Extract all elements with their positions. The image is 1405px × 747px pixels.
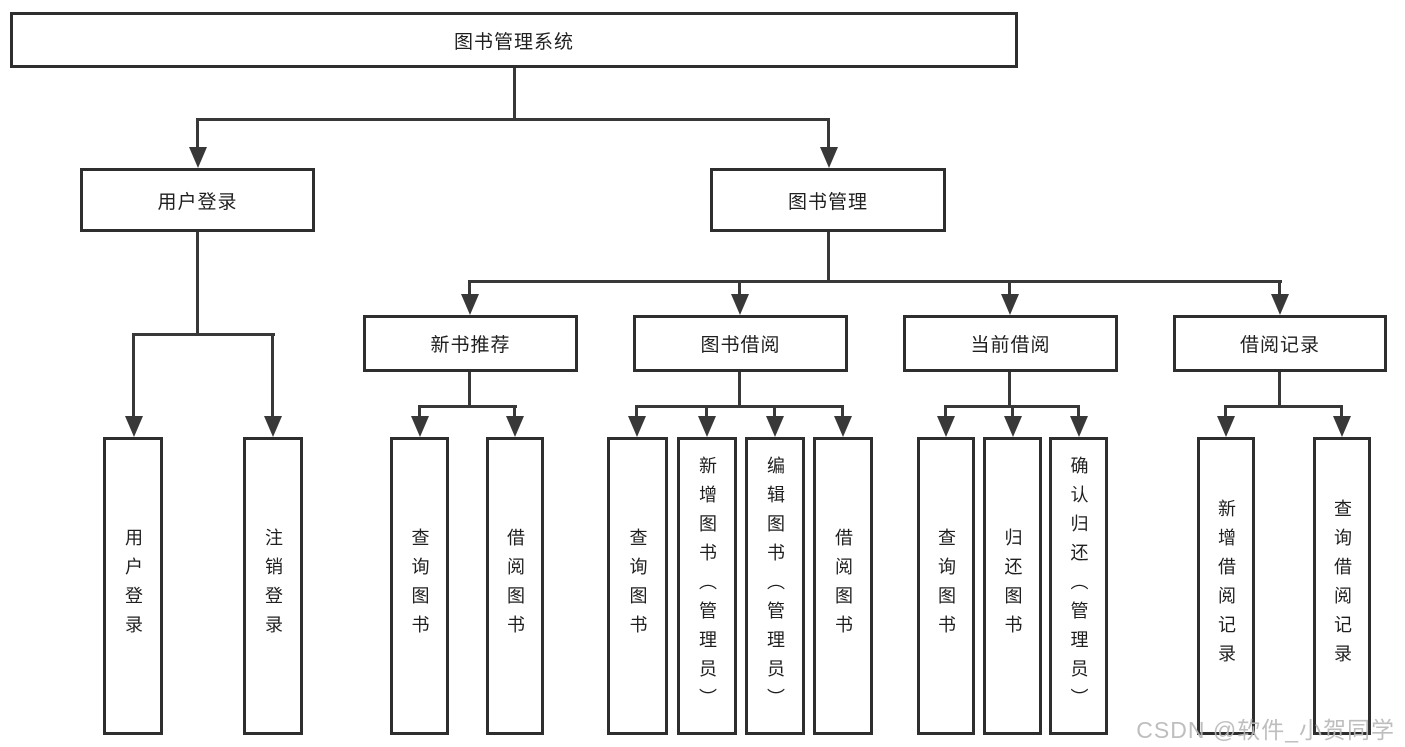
connector-records-rail — [1224, 405, 1343, 408]
connector-bookborrow-rail — [635, 405, 844, 408]
leaf-borrow-borrow-book-label: 借阅图书 — [833, 528, 853, 644]
node-book-mgmt-label: 图书管理 — [787, 191, 868, 213]
node-book-borrow-label: 图书借阅 — [700, 335, 781, 356]
leaf-borrow-add-book-label: 新增图书（管理员） — [697, 455, 717, 717]
node-current-borrow: 当前借阅 — [903, 315, 1118, 372]
leaf-current-confirm-return-label: 确认归还（管理员） — [1068, 455, 1089, 717]
connector-userlogin-stem — [196, 232, 199, 333]
leaf-current-query-label: 查询图书 — [936, 528, 956, 644]
arrow-to-records — [1270, 280, 1289, 315]
connector-bookmgmt-rail — [469, 280, 1282, 283]
connector-root-stem — [513, 68, 516, 118]
leaf-user-login: 用户登录 — [103, 437, 163, 735]
leaf-borrow-borrow-book: 借阅图书 — [813, 437, 873, 735]
arrow-records-child-1 — [1216, 405, 1235, 437]
leaf-records-add-label: 新增借阅记录 — [1216, 499, 1236, 673]
arrow-currentborrow-child-2 — [1003, 405, 1022, 437]
connector-bookborrow-stem — [738, 372, 741, 405]
arrow-to-user-login — [188, 118, 207, 168]
leaf-borrow-edit-book-label: 编辑图书（管理员） — [765, 455, 785, 717]
leaf-records-add: 新增借阅记录 — [1197, 437, 1255, 735]
connector-newbooks-stem — [468, 372, 471, 405]
arrow-bookborrow-child-4 — [833, 405, 852, 437]
leaf-records-query-label: 查询借阅记录 — [1332, 499, 1352, 673]
arrow-to-logout — [263, 333, 282, 437]
node-book-mgmt: 图书管理 — [710, 168, 946, 232]
leaf-borrow-query-label: 查询图书 — [627, 528, 648, 644]
arrow-to-current — [1000, 280, 1019, 315]
leaf-borrow-add-book: 新增图书（管理员） — [677, 437, 737, 735]
node-root-label: 图书管理系统 — [453, 31, 574, 53]
leaf-newbooks-query: 查询图书 — [390, 437, 449, 735]
leaf-current-confirm-return: 确认归还（管理员） — [1049, 437, 1108, 735]
leaf-logout: 注销登录 — [243, 437, 303, 735]
connector-records-stem — [1278, 372, 1281, 405]
leaf-newbooks-borrow: 借阅图书 — [486, 437, 544, 735]
node-borrow-records: 借阅记录 — [1173, 315, 1387, 372]
connector-newbooks-rail — [418, 405, 517, 408]
node-current-borrow-label: 当前借阅 — [970, 335, 1051, 356]
node-new-books-label: 新书推荐 — [430, 335, 511, 356]
arrow-to-borrow — [730, 280, 749, 315]
connector-userlogin-rail — [133, 333, 275, 336]
node-borrow-records-label: 借阅记录 — [1239, 335, 1320, 356]
leaf-logout-label: 注销登录 — [263, 528, 283, 644]
arrow-bookborrow-child-2 — [697, 405, 716, 437]
csdn-watermark: CSDN @软件_小贺同学 — [1136, 717, 1395, 743]
leaf-current-query: 查询图书 — [917, 437, 975, 735]
arrow-bookborrow-child-1 — [627, 405, 646, 437]
arrow-to-book-mgmt — [819, 118, 838, 168]
node-root: 图书管理系统 — [10, 12, 1018, 68]
arrow-currentborrow-child-1 — [936, 405, 955, 437]
node-user-login-label: 用户登录 — [157, 191, 238, 213]
leaf-borrow-query: 查询图书 — [607, 437, 668, 735]
node-user-login: 用户登录 — [80, 168, 315, 232]
leaf-user-login-label: 用户登录 — [123, 528, 143, 644]
leaf-newbooks-query-label: 查询图书 — [409, 528, 430, 644]
leaf-current-return: 归还图书 — [983, 437, 1042, 735]
node-new-books: 新书推荐 — [363, 315, 578, 372]
connector-bookmgmt-stem — [827, 232, 830, 280]
connector-currentborrow-stem — [1008, 372, 1011, 405]
arrow-to-login — [124, 333, 143, 437]
leaf-current-return-label: 归还图书 — [1002, 528, 1023, 644]
connector-root-rail — [196, 118, 830, 121]
leaf-newbooks-borrow-label: 借阅图书 — [505, 528, 525, 644]
arrow-currentborrow-child-3 — [1069, 405, 1088, 437]
arrow-to-new-books — [460, 280, 479, 315]
arrow-records-child-2 — [1332, 405, 1351, 437]
arrow-bookborrow-child-3 — [765, 405, 784, 437]
node-book-borrow: 图书借阅 — [633, 315, 848, 372]
leaf-borrow-edit-book: 编辑图书（管理员） — [745, 437, 805, 735]
arrow-newbooks-child-2 — [505, 405, 524, 437]
leaf-records-query: 查询借阅记录 — [1313, 437, 1371, 735]
arrow-newbooks-child-1 — [410, 405, 429, 437]
